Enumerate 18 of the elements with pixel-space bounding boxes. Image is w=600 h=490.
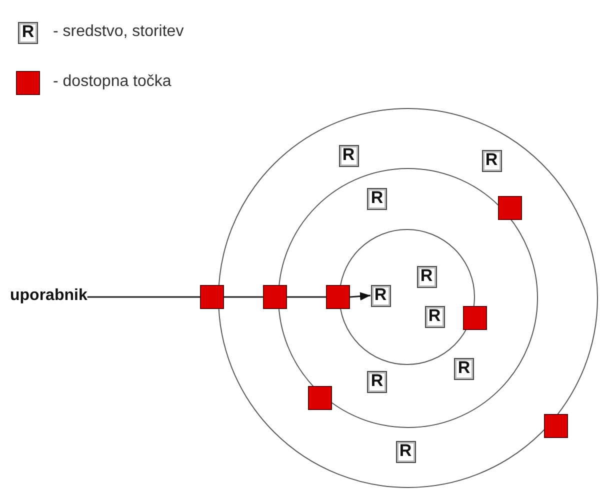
connector-line (87, 296, 200, 298)
user-label: uporabnik (10, 287, 88, 307)
resource-symbol: R (367, 188, 387, 210)
resource-symbol: R (18, 22, 38, 44)
resource-symbol: R (367, 371, 387, 393)
resource-symbol: R (416, 266, 436, 288)
resource-symbol: R (338, 144, 358, 166)
resource-symbol: R (424, 306, 444, 328)
resource-symbol: R (396, 440, 416, 462)
legend-text: - sredstvo, storitev (53, 23, 184, 41)
resource-symbol: R (482, 150, 502, 172)
resource-symbol: R (454, 358, 474, 380)
arrow (350, 292, 371, 300)
access-point-square (200, 285, 224, 309)
connector-line (287, 296, 326, 298)
legend-text: - dostopna točka (53, 73, 172, 91)
connector-line (224, 296, 263, 298)
resource-symbol: R (370, 284, 390, 306)
